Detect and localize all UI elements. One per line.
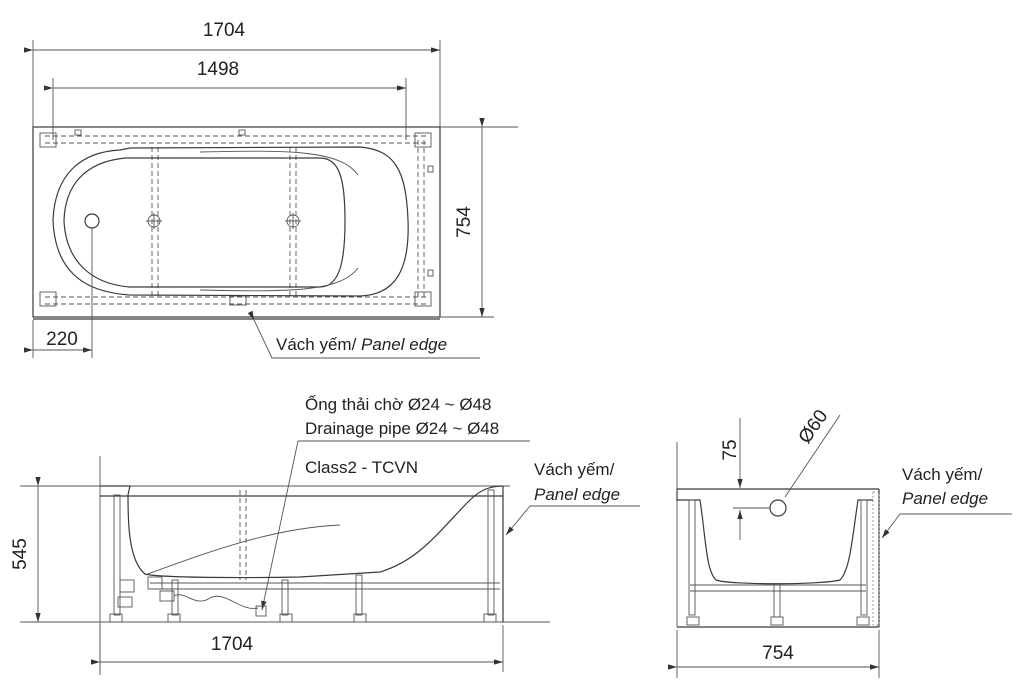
side-length-label: 1704 xyxy=(211,634,254,655)
side-panel-label-en: Panel edge xyxy=(534,485,620,504)
top-width-label: 754 xyxy=(454,206,475,238)
side-view: Ống thải chờ Ø24 ~ Ø48 Drainage pipe Ø24… xyxy=(10,394,640,675)
drain-hole xyxy=(84,213,100,229)
class-label: Class2 - TCVN xyxy=(305,458,418,477)
top-panel-edge-label: Vách yếm/ Panel edge xyxy=(276,335,447,354)
side-height-label: 545 xyxy=(10,538,31,570)
overflow-depth-label: 75 xyxy=(720,439,741,460)
top-length-label: 1704 xyxy=(203,20,246,41)
top-view: 1704 1498 754 xyxy=(24,20,518,359)
end-panel-label-en: Panel edge xyxy=(902,489,988,508)
overflow-diameter-label: Ø60 xyxy=(795,406,833,447)
end-panel-label-vi: Vách yếm/ xyxy=(902,465,983,484)
end-width-label: 754 xyxy=(762,643,794,664)
side-panel-label-vi: Vách yếm/ xyxy=(534,460,615,479)
overflow-hole xyxy=(769,499,787,517)
drain-offset-label: 220 xyxy=(46,329,78,350)
drain-pipe-label-en: Drainage pipe Ø24 ~ Ø48 xyxy=(305,419,499,438)
end-view: 75 Ø60 Vách yếm/ Panel edge 754 xyxy=(668,406,1012,678)
drain-pipe-label-vi: Ống thải chờ Ø24 ~ Ø48 xyxy=(305,394,491,414)
top-inner-length-label: 1498 xyxy=(197,59,239,80)
